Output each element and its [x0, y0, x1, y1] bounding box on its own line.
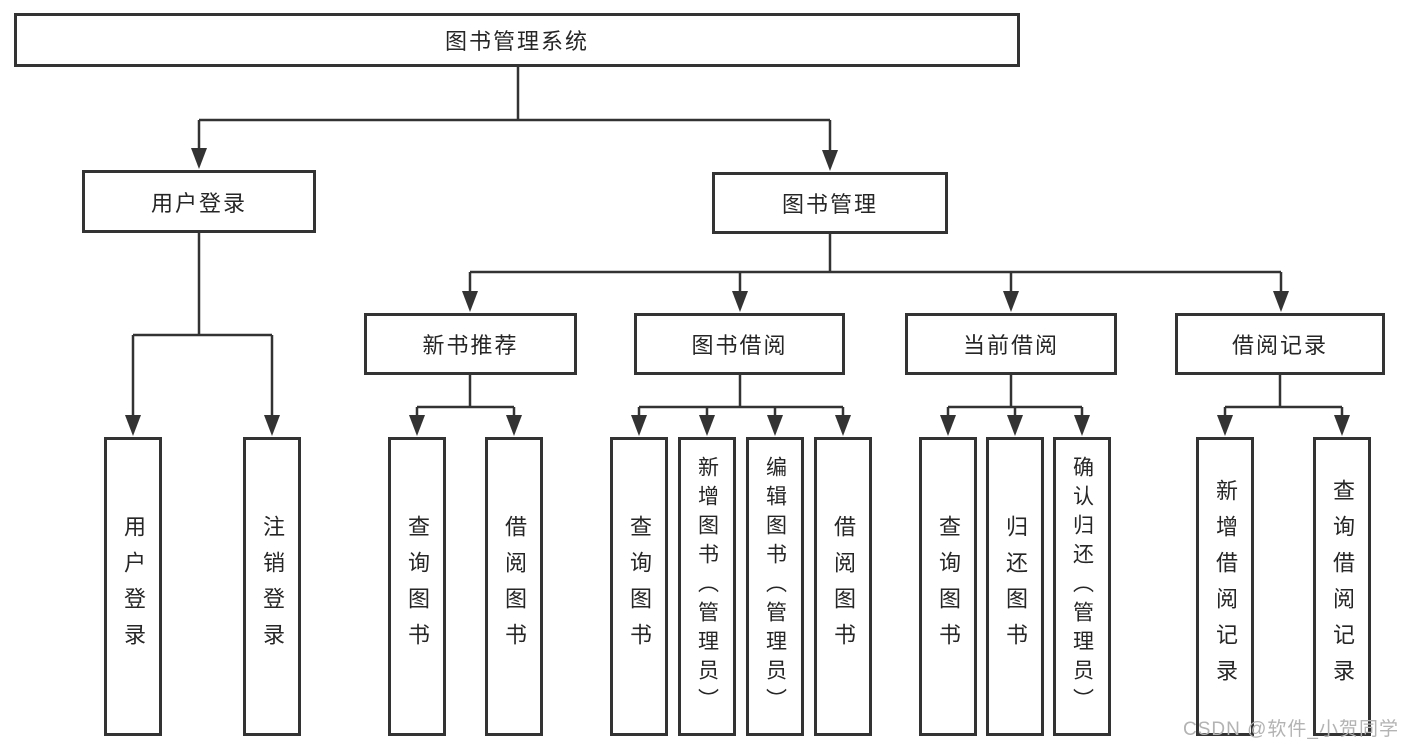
- leaf-label: 新增图书（管理员）: [695, 456, 719, 717]
- leaf-borrowing-query-books: 查询图书: [610, 437, 668, 736]
- node-label: 图书借阅: [691, 333, 788, 358]
- leaf-borrowing-borrow-books: 借阅图书: [814, 437, 872, 736]
- leaf-edit-books-admin: 编辑图书（管理员）: [746, 437, 804, 736]
- node-current-borrowing: 当前借阅: [905, 313, 1117, 375]
- leaf-label: 注销登录: [260, 514, 285, 659]
- watermark: CSDN @软件_小贺同学: [1183, 719, 1399, 740]
- leaf-label: 查询图书: [405, 514, 430, 659]
- leaf-label: 查询借阅记录: [1330, 478, 1355, 695]
- leaf-label: 借阅图书: [502, 514, 527, 659]
- leaf-recommend-query-books: 查询图书: [388, 437, 446, 736]
- node-label: 当前借阅: [962, 333, 1059, 358]
- leaf-label: 查询图书: [936, 514, 961, 659]
- node-library-system: 图书管理系统: [14, 13, 1020, 67]
- leaf-user-login: 用户登录: [104, 437, 162, 736]
- node-user-login: 用户登录: [82, 170, 316, 233]
- leaf-add-borrow-record: 新增借阅记录: [1196, 437, 1254, 736]
- leaf-return-books: 归还图书: [986, 437, 1044, 736]
- node-new-book-recommendation: 新书推荐: [364, 313, 577, 375]
- leaf-label: 借阅图书: [831, 514, 856, 659]
- leaf-label: 编辑图书（管理员）: [763, 456, 787, 717]
- leaf-label: 确认归还（管理员）: [1070, 456, 1094, 717]
- leaf-label: 归还图书: [1003, 514, 1028, 659]
- leaf-confirm-return-admin: 确认归还（管理员）: [1053, 437, 1111, 736]
- node-label: 新书推荐: [422, 333, 519, 358]
- node-label: 图书管理: [781, 192, 878, 217]
- leaf-logout: 注销登录: [243, 437, 301, 736]
- leaf-query-borrow-record: 查询借阅记录: [1313, 437, 1371, 736]
- node-label: 借阅记录: [1231, 333, 1328, 358]
- node-label: 用户登录: [150, 190, 247, 216]
- leaf-recommend-borrow-books: 借阅图书: [485, 437, 543, 736]
- leaf-label: 查询图书: [627, 514, 652, 659]
- node-book-management: 图书管理: [712, 172, 948, 234]
- leaf-add-books-admin: 新增图书（管理员）: [678, 437, 736, 736]
- node-book-borrowing: 图书借阅: [634, 313, 845, 375]
- node-label: 图书管理系统: [444, 29, 589, 54]
- leaf-label: 用户登录: [121, 514, 146, 659]
- leaf-label: 新增借阅记录: [1213, 478, 1238, 695]
- arrow-down-icons: [125, 148, 1350, 436]
- node-borrowing-records: 借阅记录: [1175, 313, 1385, 375]
- leaf-current-query-books: 查询图书: [919, 437, 977, 736]
